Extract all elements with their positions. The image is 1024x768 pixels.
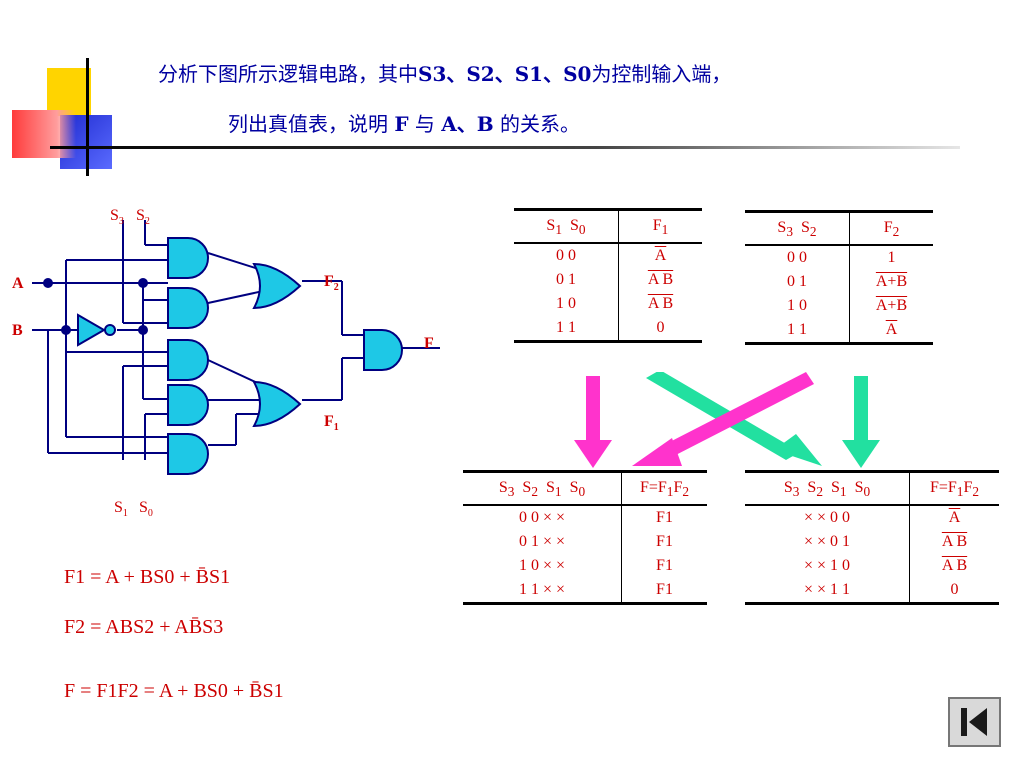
t3-row-s: 1 1 × ×	[463, 578, 622, 604]
header-f-f1f2: F=F1F2	[909, 471, 999, 507]
title-controls: S3、S2、S1、S0	[418, 62, 592, 86]
problem-statement-line1: 分析下图所示逻辑电路，其中S3、S2、S1、S0为控制输入端，	[158, 58, 731, 87]
t4-row-f: A B	[941, 533, 968, 551]
circuit-labels: S3 S2 S1 S0 A B F2 F1 F	[12, 207, 434, 519]
t1-rows: 0 0 A 0 1 A B 1 0 A B 1 1 0	[514, 243, 702, 342]
or-gate-f1	[252, 380, 302, 428]
t4-rows: × × 0 0 A × × 0 1 A B × × 1 0 A B × × 1 1 0	[745, 505, 999, 604]
junction-dots	[43, 278, 148, 335]
t3-row-f: F1	[656, 557, 673, 575]
magenta-arrow-diagonal	[632, 372, 814, 466]
label-f: F	[424, 335, 434, 352]
label-s1: S1	[114, 499, 128, 519]
t4-row-f: A B	[941, 557, 968, 575]
t2-row-s: 1 1	[745, 318, 850, 344]
t3-row-s: 0 0 × ×	[463, 505, 622, 531]
header-s3s2s1s0: S3 S2 S1 S0	[745, 471, 910, 507]
previous-slide-button[interactable]	[948, 697, 1001, 747]
header-s3s2s1s0: S3 S2 S1 S0	[463, 471, 622, 507]
t3-rows: 0 0 × × F1 0 1 × × F1 1 0 × × F1 1 1 × × F1	[463, 505, 707, 604]
t2-row-s: 0 1	[745, 270, 850, 295]
truth-table-f2: S3 S2 F2 0 0 1 0 1 A+B 1 0 A+B 1 1 A	[745, 210, 933, 346]
formula-f2: F2 = ABS2 + AB̄S3	[64, 616, 224, 638]
magenta-arrow-down	[574, 376, 612, 468]
label-s0: S0	[139, 499, 153, 519]
and-gate-3	[167, 339, 209, 381]
t4-row-s: × × 1 0	[745, 554, 910, 579]
t4-row-f: 0	[950, 581, 959, 599]
and-gates	[167, 237, 403, 475]
t3-row-f: F1	[656, 509, 673, 527]
t1-row-s: 0 1	[514, 268, 619, 293]
t3-row-f: F1	[656, 533, 673, 551]
formula-f: F = F1F2 = A + BS0 + B̄S1	[64, 680, 284, 702]
label-b: B	[12, 322, 23, 339]
t3-row-s: 0 1 × ×	[463, 530, 622, 555]
header-s3s2: S3 S2	[745, 211, 850, 247]
decor-vertical-line	[86, 58, 89, 176]
t1-row-f: 0	[656, 319, 665, 337]
t1-row-s: 0 0	[514, 243, 619, 269]
decor-red-bar	[12, 110, 76, 158]
formula-f1: F1 = A + BS0 + B̄S1	[64, 566, 231, 588]
green-arrow-down	[842, 376, 880, 468]
and-gate-4	[167, 384, 209, 426]
header-divider	[50, 146, 960, 149]
title-text: 的关系。	[493, 112, 581, 136]
logic-circuit: S3 S2 S1 S0 A B F2 F1 F	[12, 207, 440, 519]
decor-yellow-square	[47, 68, 91, 116]
mapping-arrows	[574, 372, 880, 468]
t2-row-f: A+B	[875, 297, 908, 315]
t3-row-s: 1 0 × ×	[463, 554, 622, 579]
or-gate-f2	[252, 262, 302, 310]
t1-row-f: A B	[647, 271, 674, 289]
title-text: 分析下图所示逻辑电路，其中	[158, 62, 418, 86]
t2-row-f: A+B	[875, 273, 908, 291]
title-f: F	[394, 112, 409, 136]
t1-row-f: A	[654, 247, 667, 265]
header-f2: F2	[849, 211, 933, 247]
or-gates	[252, 262, 302, 428]
header-f-f1f2: F=F1F2	[621, 471, 707, 507]
t4-row-f: A	[948, 509, 961, 527]
label-s2: S2	[136, 207, 150, 227]
and-gate-5	[167, 433, 209, 475]
t2-row-s: 0 0	[745, 245, 850, 271]
t1-row-s: 1 1	[514, 316, 619, 342]
t2-row-f: A	[885, 321, 898, 339]
title-ab: A、B	[441, 112, 494, 136]
t2-row-s: 1 0	[745, 294, 850, 319]
truth-table-f-s3s2: S3 S2 S1 S0 F=F1F2 0 0 × × F1 0 1 × × F1 1…	[463, 470, 707, 606]
t2-row-f: 1	[887, 249, 896, 267]
t1-row-s: 1 0	[514, 292, 619, 317]
t4-row-s: × × 0 1	[745, 530, 910, 555]
not-gate	[77, 313, 116, 347]
label-f2: F2	[324, 273, 339, 293]
title-text: 与	[408, 112, 442, 136]
t1-row-f: A B	[647, 295, 674, 313]
header-s1s0: S1 S0	[514, 209, 619, 245]
and-gate-2	[167, 287, 209, 329]
and-gate-output	[363, 329, 403, 371]
label-f1: F1	[324, 413, 339, 433]
header-f1: F1	[618, 209, 702, 245]
t3-row-f: F1	[656, 581, 673, 599]
truth-table-f1: S1 S0 F1 0 0 A 0 1 A B 1 0 A B 1 1 0	[514, 208, 702, 344]
title-text: 为控制输入端，	[591, 62, 732, 86]
truth-table-f-s1s0: S3 S2 S1 S0 F=F1F2 × × 0 0 A × × 0 1 A B ×…	[745, 470, 999, 606]
label-s3: S3	[110, 207, 124, 227]
title-text: 列出真值表，说明	[228, 112, 395, 136]
label-a: A	[12, 275, 24, 292]
t4-row-s: × × 0 0	[745, 505, 910, 531]
problem-statement-line2: 列出真值表，说明 F 与 A、B 的关系。	[228, 108, 580, 137]
and-gate-1	[167, 237, 209, 279]
t4-row-s: × × 1 1	[745, 578, 910, 604]
wires	[32, 220, 440, 460]
back-arrow-icon	[961, 708, 987, 736]
t2-rows: 0 0 1 0 1 A+B 1 0 A+B 1 1 A	[745, 245, 933, 344]
